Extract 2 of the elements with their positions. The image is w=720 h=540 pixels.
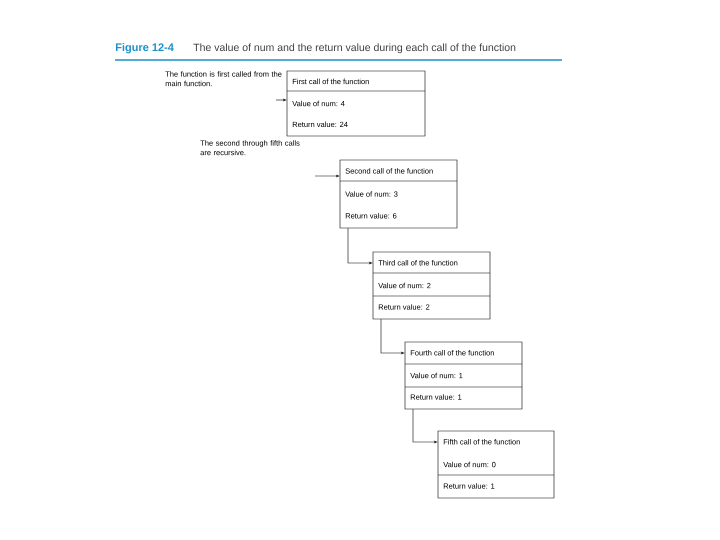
- title: The value of num and the return value during each call of the function: [193, 43, 516, 54]
- figure-number: Figure 12-4: [116, 43, 174, 54]
